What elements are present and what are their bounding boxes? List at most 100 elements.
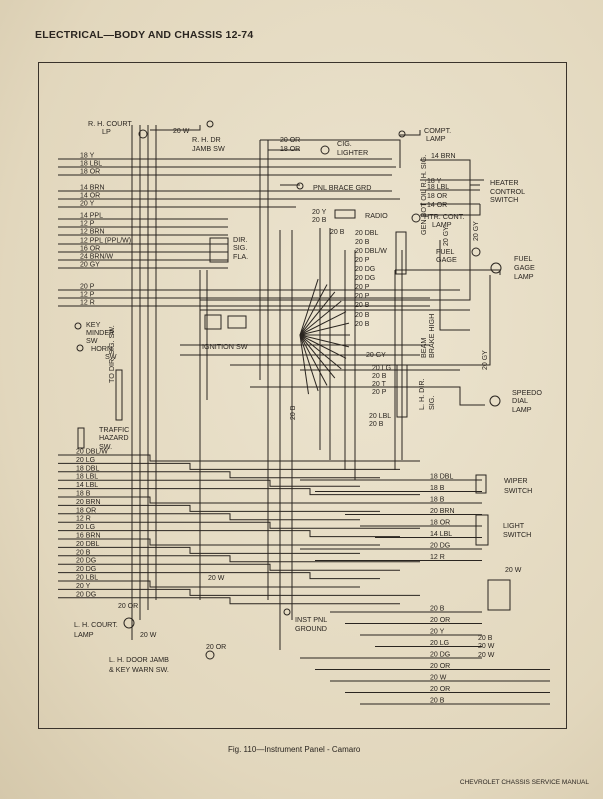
right-wire-label: 20 DG	[430, 543, 450, 550]
wire-label: 18 LBL	[76, 474, 98, 481]
wire-label: 12 BRN	[80, 229, 105, 236]
wire-label: 24 BRN/W	[80, 254, 113, 261]
wire-fan	[299, 311, 347, 336]
component-label: PNL BRACE GRD	[313, 183, 371, 192]
component-label: GROUND	[295, 624, 327, 633]
component-label: JAMB SW	[192, 144, 225, 153]
wire-fan	[299, 334, 347, 359]
wire-line	[58, 563, 400, 571]
right-wire-label: 20 W	[430, 675, 447, 682]
wire-label: 20 DG	[76, 558, 96, 565]
page-header: ELECTRICAL—BODY AND CHASSIS 12-74	[35, 29, 254, 41]
wire-label: 18 Y	[80, 153, 95, 160]
component-label: SPEEDO	[512, 388, 542, 397]
center-wire-label: 20 GY	[366, 352, 386, 359]
component-label: R. H. DR	[192, 135, 221, 144]
component-label: LAMP	[432, 220, 452, 229]
wire-fan	[299, 334, 350, 348]
rh-courtesy-lamp-bulb	[138, 129, 148, 139]
center-wire-label: 20 P	[372, 389, 387, 396]
wire-label: 12 R	[76, 516, 91, 523]
component-label: & KEY WARN SW.	[109, 665, 169, 674]
key-minder-switch-glyph	[74, 322, 82, 330]
center-wire-label: 20 B	[355, 312, 370, 319]
center-wire-label: 20 P	[355, 284, 370, 291]
component-label: LAMP	[74, 630, 94, 639]
horn-switch-glyph	[76, 344, 84, 352]
wire-line	[420, 159, 480, 186]
component-label: SWITCH	[503, 530, 531, 539]
wire-label: 20 BRN	[76, 499, 101, 506]
component-label: LAMP	[514, 272, 534, 281]
right-wire-label: 20 OR	[430, 663, 450, 670]
right-wire-label: 20 LG	[430, 640, 449, 647]
component-label: RADIO	[365, 211, 388, 220]
right-wire-label: 14 BRN	[431, 153, 456, 160]
component-label: FLA.	[233, 252, 248, 261]
wire-line	[58, 462, 400, 470]
wire-label: 12 PPL (PPL/W)	[80, 238, 131, 245]
misc-wire-label: 20 W	[505, 567, 522, 574]
component-label: SW.	[99, 442, 112, 451]
right-wire-label: 18 B	[430, 485, 445, 492]
component-label: GEN BOT OIL R. H. SIG.	[419, 155, 428, 235]
component-label: LAMP	[426, 134, 446, 143]
misc-wire-label: 20 W	[140, 632, 157, 639]
wire-label: 18 OR	[80, 169, 100, 176]
misc-wire-label: 20 W	[173, 128, 190, 135]
wire-fan	[299, 322, 350, 336]
right-wire-label: 14 OR	[427, 202, 447, 209]
fuel-gage-lamp-bulb	[490, 262, 502, 274]
component-label: SIG.	[233, 243, 247, 252]
wire-line	[58, 504, 380, 512]
right-wire-label: 18 LBL	[427, 184, 449, 191]
wire-line	[58, 471, 380, 479]
component-label: SWITCH	[490, 195, 518, 204]
misc-wire-label: 20 W	[208, 575, 225, 582]
wire-label: 20 DBL	[76, 541, 99, 548]
component-label: TRAFFIC	[99, 425, 129, 434]
wire-line	[250, 386, 485, 406]
component-label: LIGHT	[503, 521, 525, 530]
warning-lamp-block	[395, 231, 407, 275]
hazard-switch-connector	[77, 427, 85, 449]
component-label: SIG.	[427, 396, 436, 410]
wire-line	[58, 555, 420, 563]
brake-lamp-block	[396, 364, 408, 418]
right-wire-label: 20 B	[430, 698, 445, 705]
wire-label: 20 DG	[76, 591, 96, 598]
component-label: SW	[86, 336, 98, 345]
component-label: GAGE	[436, 255, 457, 264]
component-label: BRAKE HIGH	[427, 314, 436, 358]
center-wire-label: 20 DBL/W	[355, 248, 387, 255]
component-label: DIAL	[512, 396, 528, 405]
wire-label: 18 LBL	[80, 161, 102, 168]
misc-wire-label: 20 B	[312, 217, 327, 224]
wire-line	[395, 269, 501, 275]
component-label: LP	[102, 127, 111, 136]
wire-label: 20 DG	[76, 566, 96, 573]
panel-ground-glyph	[296, 182, 304, 190]
right-wire-label: 20 DG	[430, 652, 450, 659]
component-label: IGNITION SW	[202, 342, 248, 351]
inst-panel-ground-glyph	[283, 608, 291, 616]
component-label: LAMP	[512, 405, 532, 414]
wire-line	[420, 204, 481, 216]
wire-label: 20 Y	[80, 201, 95, 208]
wire-label: 14 PPL	[80, 213, 103, 220]
center-wire-label: 20 DG	[355, 275, 375, 282]
wire-label: 14 LBL	[76, 482, 98, 489]
compartment-lamp-bulb	[398, 130, 406, 138]
wire-line	[58, 479, 360, 487]
right-wire-label: 18 Y	[427, 178, 442, 185]
component-label: TO DIR. SIG. SW.	[107, 325, 116, 383]
wire-label: 16 BRN	[76, 533, 101, 540]
misc-wire-label: 20 W	[478, 643, 495, 650]
wire-line	[58, 572, 380, 580]
misc-wire-label: 20 W	[478, 652, 495, 659]
wire-fan	[299, 334, 309, 395]
wire-label: 20 DBL/W	[76, 449, 108, 456]
wire-fan	[299, 284, 328, 336]
component-label: DIR.	[233, 235, 247, 244]
